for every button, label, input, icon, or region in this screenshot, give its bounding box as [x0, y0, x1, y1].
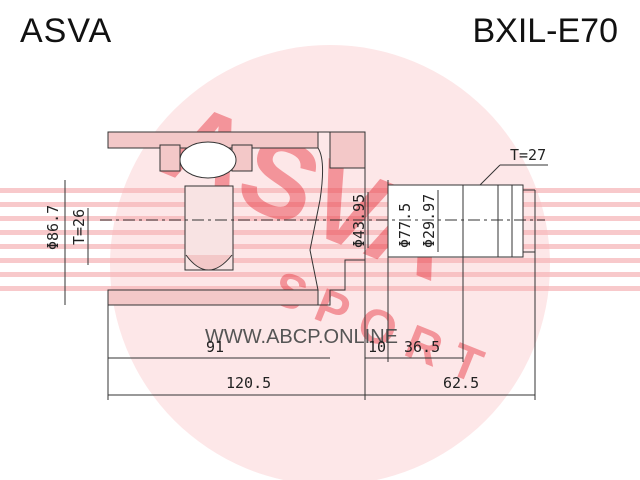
dim-spline-outer: T=27: [510, 146, 546, 164]
dimension-labels: Φ86.7 T=26 Φ43.95 Φ77.5 Φ29.97 T=27 91 1…: [44, 146, 546, 392]
part-number: BXIL-E70: [472, 12, 618, 50]
hub-bottom: [185, 254, 233, 271]
dim-len-total-shaft: 62.5: [443, 374, 479, 392]
dim-spline-inner: T=26: [70, 209, 88, 245]
watermark: ASVA SPORT WWW.ABCP.ONLINE: [0, 45, 640, 480]
cv-joint-drawing: [64, 131, 548, 400]
shaft: [387, 184, 464, 258]
watermark-url: WWW.ABCP.ONLINE: [205, 326, 398, 348]
dim-diameter-2: Φ77.5: [396, 203, 414, 248]
dim-len-body: 91: [206, 338, 224, 356]
flange: [329, 131, 366, 169]
dim-diameter-3: Φ29.97: [420, 194, 438, 248]
housing-bottom-section: [107, 289, 319, 306]
dim-outer-diameter: Φ86.7: [44, 205, 62, 250]
housing-inner: [108, 147, 324, 291]
watermark-stripes: [0, 188, 640, 291]
spline-shaft: [462, 184, 524, 258]
dim-len-total-body: 120.5: [226, 374, 271, 392]
roller-left: [159, 144, 181, 172]
brand-logo-text: ASVA: [20, 12, 113, 50]
dim-len-shaft: 36.5: [404, 338, 440, 356]
dim-len-flange: 10: [368, 338, 386, 356]
tripod-head: [179, 141, 237, 179]
dim-diameter-1: Φ43.95: [350, 194, 368, 248]
